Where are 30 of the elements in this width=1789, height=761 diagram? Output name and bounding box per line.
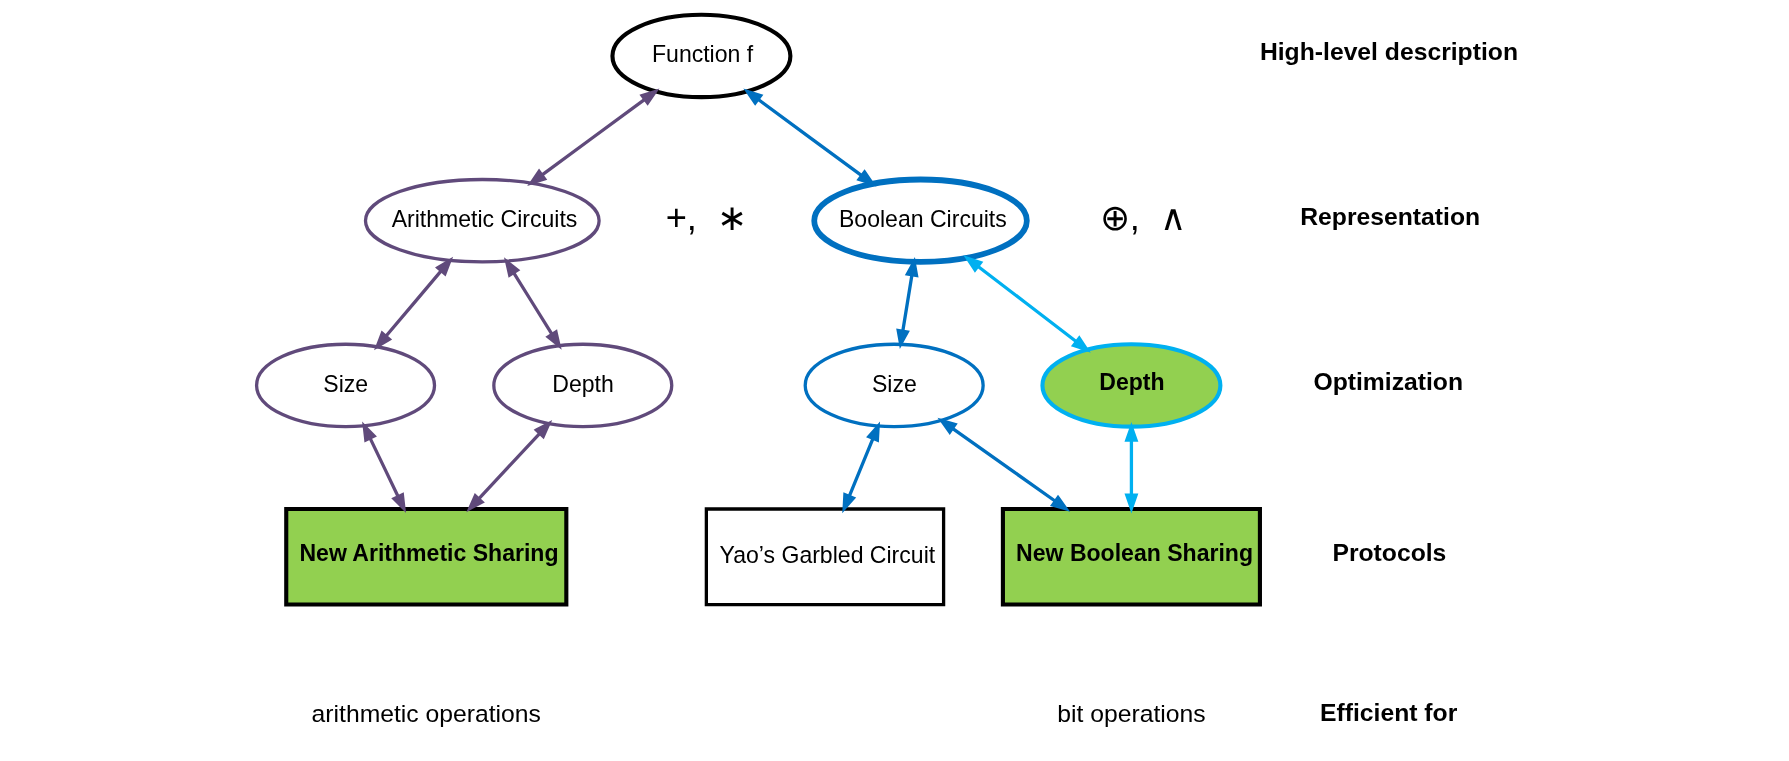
node-ellipse: Size: [803, 342, 985, 429]
arrow: [841, 421, 880, 514]
arrow: [361, 421, 406, 514]
node-ellipse: Depth: [1039, 342, 1222, 429]
label: Protocols: [1331, 538, 1446, 566]
label: High-level description: [1259, 38, 1518, 66]
arrow: [526, 88, 659, 186]
node-ellipse: Size: [254, 342, 436, 429]
node-box: Yao’s Garbled Circuit: [704, 507, 945, 607]
node-ellipse: Depth: [491, 342, 673, 429]
arrow: [465, 419, 552, 513]
arrow: [962, 255, 1091, 353]
node-box: New Arithmetic Sharing: [283, 506, 568, 607]
node-ellipse: Boolean Circuits: [810, 176, 1030, 265]
arrow: [895, 256, 919, 350]
label: bit operations: [1056, 700, 1206, 728]
arrow: [937, 417, 1070, 512]
arrow: [1123, 421, 1138, 514]
arrow: [503, 257, 562, 350]
label: Optimization: [1312, 367, 1463, 395]
arrow: [742, 88, 876, 187]
node-label: +, ∗: [665, 196, 747, 238]
arrow: [373, 256, 453, 351]
label: Efficient for: [1319, 698, 1457, 726]
node-ellipse: Function f: [609, 12, 792, 100]
label: arithmetic operations: [311, 700, 541, 728]
node-box: New Boolean Sharing: [1000, 506, 1262, 607]
label: Representation: [1299, 202, 1480, 230]
node-label: ⊕, ∧: [1099, 196, 1186, 238]
node-ellipse: Arithmetic Circuits: [363, 177, 601, 264]
